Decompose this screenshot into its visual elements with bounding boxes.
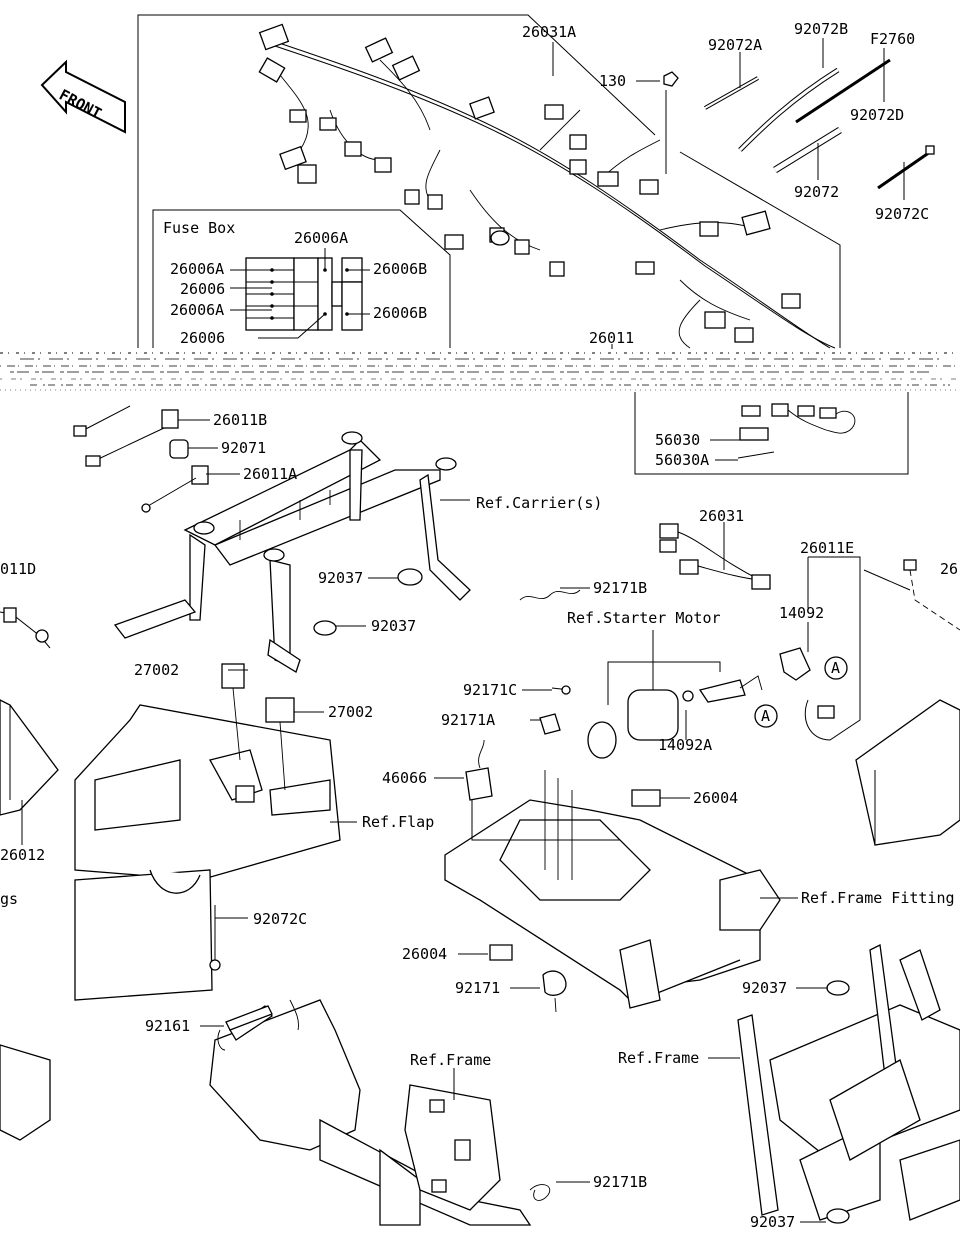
label-ref-carriers: Ref.Carrier(s)	[476, 494, 602, 512]
label-92171: 92171	[455, 979, 500, 997]
label-26011D: 011D	[0, 560, 36, 578]
label-92037-b: 92037	[371, 617, 416, 635]
label-92072D: 92072D	[850, 106, 904, 124]
leader-lines	[21, 38, 905, 1223]
label-56030: 56030	[655, 431, 700, 449]
fuse-box-title: Fuse Box	[163, 219, 235, 237]
callout-labels: 26031A 92072B F2760 92072A 130 92072D 92…	[0, 20, 958, 1231]
label-92037-a: 92037	[318, 569, 363, 587]
fuse-label-26006-1: 26006	[180, 280, 225, 298]
frame-bracket-center	[404, 1084, 551, 1211]
label-26011E: 26011E	[800, 539, 854, 557]
label-92072A: 92072A	[708, 36, 762, 54]
label-ref-starter-motor: Ref.Starter Motor	[567, 609, 721, 627]
front-arrow-icon: FRONT	[40, 59, 126, 134]
fuse-label-26006A-top: 26006A	[294, 229, 348, 247]
label-26-edge: 26	[940, 560, 958, 578]
label-92037-d: 92037	[750, 1213, 795, 1231]
label-14092A: 14092A	[658, 736, 712, 754]
label-A-1: A	[831, 659, 840, 677]
label-56030A: 56030A	[655, 451, 709, 469]
main-harness-panel	[137, 14, 909, 475]
cable-ties	[663, 58, 935, 190]
fuse-label-26006-2: 26006	[180, 329, 225, 347]
label-ref-frame-fitting: Ref.Frame Fitting	[801, 889, 955, 907]
fuse-box: Fuse Box 26006A 26006A 26006 26006	[163, 219, 427, 347]
starter-relay	[465, 661, 763, 801]
battery-lead-connectors	[737, 403, 856, 459]
left-components	[0, 607, 59, 816]
carrier-frame	[113, 431, 471, 673]
scan-gap-noise	[0, 349, 960, 392]
label-26011: 26011	[589, 329, 634, 347]
label-26004-b: 26004	[402, 945, 447, 963]
label-gs: gs	[0, 890, 18, 908]
label-130: 130	[599, 72, 626, 90]
label-26031: 26031	[699, 507, 744, 525]
flap-panel	[74, 663, 341, 1001]
label-92171B-a: 92171B	[593, 579, 647, 597]
label-92072B: 92072B	[794, 20, 848, 38]
label-27002-a: 27002	[134, 661, 179, 679]
starter-lead-26011E	[779, 559, 960, 846]
frame-right	[737, 944, 960, 1224]
fuse-label-26006A-1: 26006A	[170, 260, 224, 278]
label-14092: 14092	[779, 604, 824, 622]
label-26011B: 26011B	[213, 411, 267, 429]
sub-harness-26031	[519, 523, 771, 601]
main-wiring-harness	[258, 23, 836, 349]
label-92071: 92071	[221, 439, 266, 457]
fuse-label-26006A-2: 26006A	[170, 301, 224, 319]
label-26031A: 26031A	[522, 23, 576, 41]
label-92037-c: 92037	[742, 979, 787, 997]
ref-circles	[754, 656, 848, 728]
label-ref-frame-a: Ref.Frame	[410, 1051, 491, 1069]
label-ref-flap: Ref.Flap	[362, 813, 434, 831]
label-92171C: 92171C	[463, 681, 517, 699]
label-46066: 46066	[382, 769, 427, 787]
label-92072C-bottom: 92072C	[253, 910, 307, 928]
label-F2760: F2760	[870, 30, 915, 48]
label-92171A: 92171A	[441, 711, 495, 729]
label-92161: 92161	[145, 1017, 190, 1035]
label-26004-a: 26004	[693, 789, 738, 807]
label-92171B-b: 92171B	[593, 1173, 647, 1191]
lead-wires-left	[73, 405, 209, 513]
fuse-label-26006B-1: 26006B	[373, 260, 427, 278]
fuse-label-26006B-2: 26006B	[373, 304, 427, 322]
label-26011A: 26011A	[243, 465, 297, 483]
label-26012: 26012	[0, 846, 45, 864]
pin-92161	[225, 1005, 273, 1031]
label-ref-frame-b: Ref.Frame	[618, 1049, 699, 1067]
label-92072C-top: 92072C	[875, 205, 929, 223]
label-92072: 92072	[794, 183, 839, 201]
label-A-2: A	[761, 707, 770, 725]
label-27002-b: 27002	[328, 703, 373, 721]
